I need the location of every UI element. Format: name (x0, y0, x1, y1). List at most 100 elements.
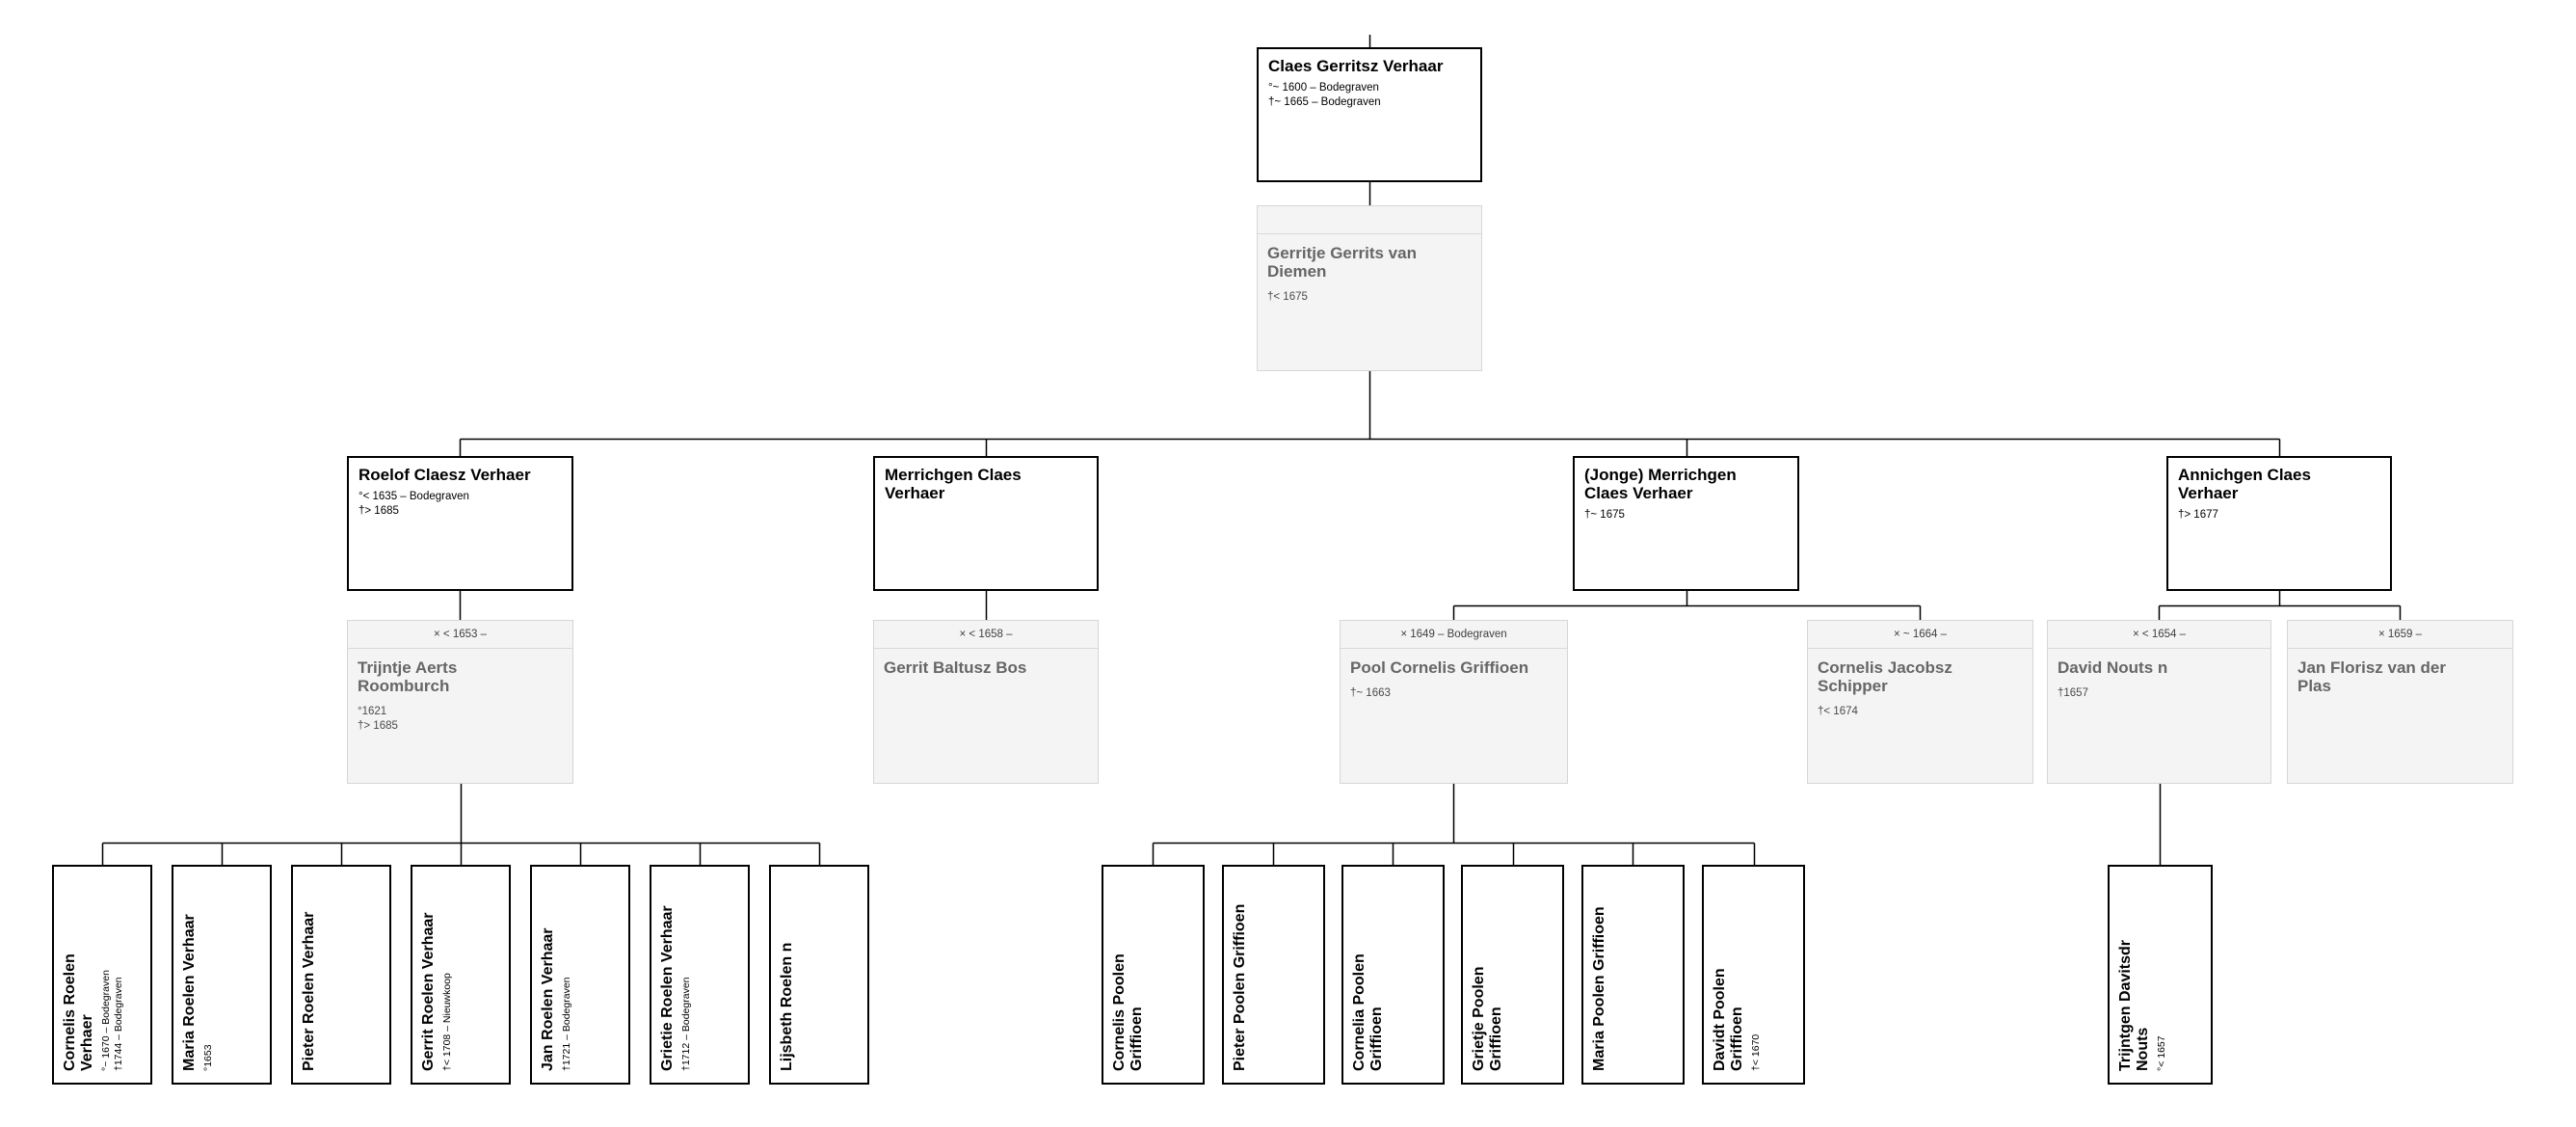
person-name: David Nouts n (2058, 658, 2168, 677)
connector-roelof-children-rail (101, 784, 821, 865)
person-dates: °~ 1600 – Bodegraven †~ 1665 – Bodegrave… (1268, 81, 1471, 110)
death-date: †< 1675 (1267, 291, 1308, 304)
person-dates: †< 1670 (1750, 878, 1764, 1071)
connector-root-to-children (459, 371, 2281, 456)
person-node-grietje-poolen-griffioen[interactable]: Grietje Poolen Griffioen (1461, 865, 1564, 1085)
person-dates: †~ 1663 (1350, 686, 1557, 701)
person-name: Gerritje Gerrits van Diemen (1267, 244, 1417, 282)
person-node-merrichgen-claes-verhaer[interactable]: Merrichgen Claes Verhaer (873, 456, 1099, 591)
connector-pool-children-rail (1152, 784, 1756, 865)
person-name: Merrichgen Claes Verhaer (885, 466, 1022, 503)
person-node-maria-poolen-griffioen[interactable]: Maria Poolen Griffioen (1581, 865, 1685, 1085)
person-node-cornelis-roelen-verhaer[interactable]: Cornelis Roelen Verhaer °~ 1670 – Bodegr… (52, 865, 152, 1085)
person-name: Jan Roelen Verhaar (540, 927, 556, 1071)
birth-date: °< 1635 – Bodegraven (359, 491, 469, 503)
person-name: Maria Poolen Griffioen (1591, 906, 1607, 1071)
person-name: Roelof Claesz Verhaer (359, 466, 531, 484)
birth-date: °~ 1600 – Bodegraven (1268, 82, 1379, 94)
connector-jonge-merrichgen-to-spouses (1452, 591, 1922, 620)
person-dates: °< 1657 (2156, 878, 2169, 1071)
person-dates: †< 1674 (1818, 705, 2023, 719)
spouse-node-pool-cornelis-griffioen[interactable]: × 1649 – Bodegraven Pool Cornelis Griffi… (1340, 620, 1568, 784)
spouse-node-cornelis-jacobsz-schipper[interactable]: × ~ 1664 – Cornelis Jacobsz Schipper †< … (1807, 620, 2033, 784)
person-node-maria-roelen-verhaar[interactable]: Maria Roelen Verhaar °1653 (172, 865, 272, 1085)
birth-date: °< 1657 (2155, 1035, 2167, 1071)
death-date: †< 1670 (1749, 1033, 1762, 1071)
spouse-node-david-nouts-n[interactable]: × < 1654 – David Nouts n †1657 (2047, 620, 2271, 784)
person-name: Claes Gerritsz Verhaar (1268, 57, 1444, 75)
death-date: †1721 – Bodegraven (560, 977, 572, 1072)
person-node-pieter-poolen-griffioen[interactable]: Pieter Poolen Griffioen (1222, 865, 1325, 1085)
person-name: Gerrit Baltusz Bos (884, 658, 1027, 677)
person-name: Annichgen Claes Verhaer (2178, 466, 2311, 503)
person-node-claes-gerritsz-verhaar[interactable]: Claes Gerritsz Verhaar °~ 1600 – Bodegra… (1257, 47, 1482, 182)
person-name: Pool Cornelis Griffioen (1350, 658, 1529, 677)
person-name: Gerrit Roelen Verhaar (420, 912, 437, 1071)
person-dates: †< 1708 – Nieuwkoop (441, 878, 455, 1071)
death-date: †> 1685 (359, 505, 399, 518)
person-dates: †1721 – Bodegraven (560, 878, 574, 1072)
person-name: Cornelia Poolen Griffioen (1351, 953, 1385, 1071)
person-node-cornelis-poolen-griffioen[interactable]: Cornelis Poolen Griffioen (1102, 865, 1205, 1085)
person-name: Jan Florisz van der Plas (2297, 658, 2446, 696)
death-date: †> 1685 (358, 720, 398, 733)
person-name: Cornelis Poolen Griffioen (1111, 953, 1145, 1071)
person-node-gerrit-roelen-verhaar[interactable]: Gerrit Roelen Verhaar †< 1708 – Nieuwkoo… (411, 865, 511, 1085)
spouse-node-trijntje-aerts-roomburch[interactable]: × < 1653 – Trijntje Aerts Roomburch °162… (347, 620, 573, 784)
spouse-node-jan-florisz-van-der-plas[interactable]: × 1659 – Jan Florisz van der Plas (2287, 620, 2513, 784)
person-name: Maria Roelen Verhaar (181, 914, 198, 1071)
death-date: †< 1708 – Nieuwkoop (440, 973, 453, 1071)
person-name: Cornelis Jacobsz Schipper (1818, 658, 1952, 696)
person-node-davidt-poolen-griffioen[interactable]: Davidt Poolen Griffioen †< 1670 (1702, 865, 1805, 1085)
marriage-date: × < 1654 – (2048, 621, 2271, 649)
death-date: †> 1677 (2178, 509, 2218, 522)
person-name: Grietie Roelen Verhaar (659, 905, 676, 1071)
person-dates: °1621 †> 1685 (358, 705, 563, 734)
spouse-node-gerritje-gerrits-van-diemen[interactable]: Gerritje Gerrits van Diemen †< 1675 (1257, 205, 1482, 371)
person-node-grietie-roelen-verhaar[interactable]: Grietie Roelen Verhaar †1712 – Bodegrave… (650, 865, 750, 1085)
death-date: †1657 (2058, 687, 2088, 700)
marriage-date: × 1659 – (2288, 621, 2512, 649)
marriage-date: × ~ 1664 – (1808, 621, 2032, 649)
marriage-date: × < 1658 – (874, 621, 1098, 649)
person-dates: †< 1675 (1267, 290, 1472, 305)
person-name: Cornelis Roelen Verhaer (62, 953, 95, 1071)
connector-annichgen-to-spouses (2158, 591, 2402, 620)
person-node-jonge-merrichgen-claes-verhaer[interactable]: (Jonge) Merrichgen Claes Verhaer †~ 1675 (1573, 456, 1799, 591)
person-dates: †> 1677 (2178, 508, 2380, 523)
marriage-date (1258, 206, 1481, 234)
person-name: Trijntje Aerts Roomburch (358, 658, 458, 696)
person-dates: †~ 1675 (1584, 508, 1788, 523)
person-dates: °~ 1670 – Bodegraven †1744 – Bodegraven (100, 878, 126, 1071)
person-node-roelof-claesz-verhaer[interactable]: Roelof Claesz Verhaer °< 1635 – Bodegrav… (347, 456, 573, 591)
person-name: Pieter Poolen Griffioen (1232, 903, 1248, 1071)
person-node-pieter-roelen-verhaar[interactable]: Pieter Roelen Verhaar (291, 865, 391, 1085)
person-dates: †1657 (2058, 686, 2261, 701)
death-date: †< 1674 (1818, 706, 1858, 718)
marriage-date: × < 1653 – (348, 621, 572, 649)
spouse-node-gerrit-baltusz-bos[interactable]: × < 1658 – Gerrit Baltusz Bos (873, 620, 1099, 784)
person-name: Trijntgen Davitsdr Nouts (2117, 939, 2151, 1071)
person-name: (Jonge) Merrichgen Claes Verhaer (1584, 466, 1737, 503)
death-date: †1744 – Bodegraven (113, 977, 125, 1072)
birth-date: °1653 (201, 1044, 214, 1071)
person-name: Lijsbeth Roelen n (779, 942, 795, 1071)
death-date: †~ 1663 (1350, 687, 1391, 700)
person-dates: °< 1635 – Bodegraven †> 1685 (359, 490, 562, 519)
person-name: Davidt Poolen Griffioen (1712, 968, 1745, 1071)
person-node-trijntgen-davitsdr-nouts[interactable]: Trijntgen Davitsdr Nouts °< 1657 (2108, 865, 2213, 1085)
death-date: †~ 1675 (1584, 509, 1625, 522)
person-node-jan-roelen-verhaar[interactable]: Jan Roelen Verhaar †1721 – Bodegraven (530, 865, 630, 1085)
person-node-cornelia-poolen-griffioen[interactable]: Cornelia Poolen Griffioen (1341, 865, 1445, 1085)
person-node-annichgen-claes-verhaer[interactable]: Annichgen Claes Verhaer †> 1677 (2166, 456, 2392, 591)
person-name: Grietje Poolen Griffioen (1471, 966, 1504, 1071)
person-node-lijsbeth-roelen-n[interactable]: Lijsbeth Roelen n (769, 865, 869, 1085)
death-date: †~ 1665 – Bodegraven (1268, 96, 1381, 109)
person-dates: °1653 (202, 878, 216, 1071)
birth-date: °1621 (358, 706, 387, 718)
marriage-date: × 1649 – Bodegraven (1341, 621, 1567, 649)
person-name: Pieter Roelen Verhaar (301, 911, 317, 1071)
birth-date: °~ 1670 – Bodegraven (99, 970, 112, 1071)
